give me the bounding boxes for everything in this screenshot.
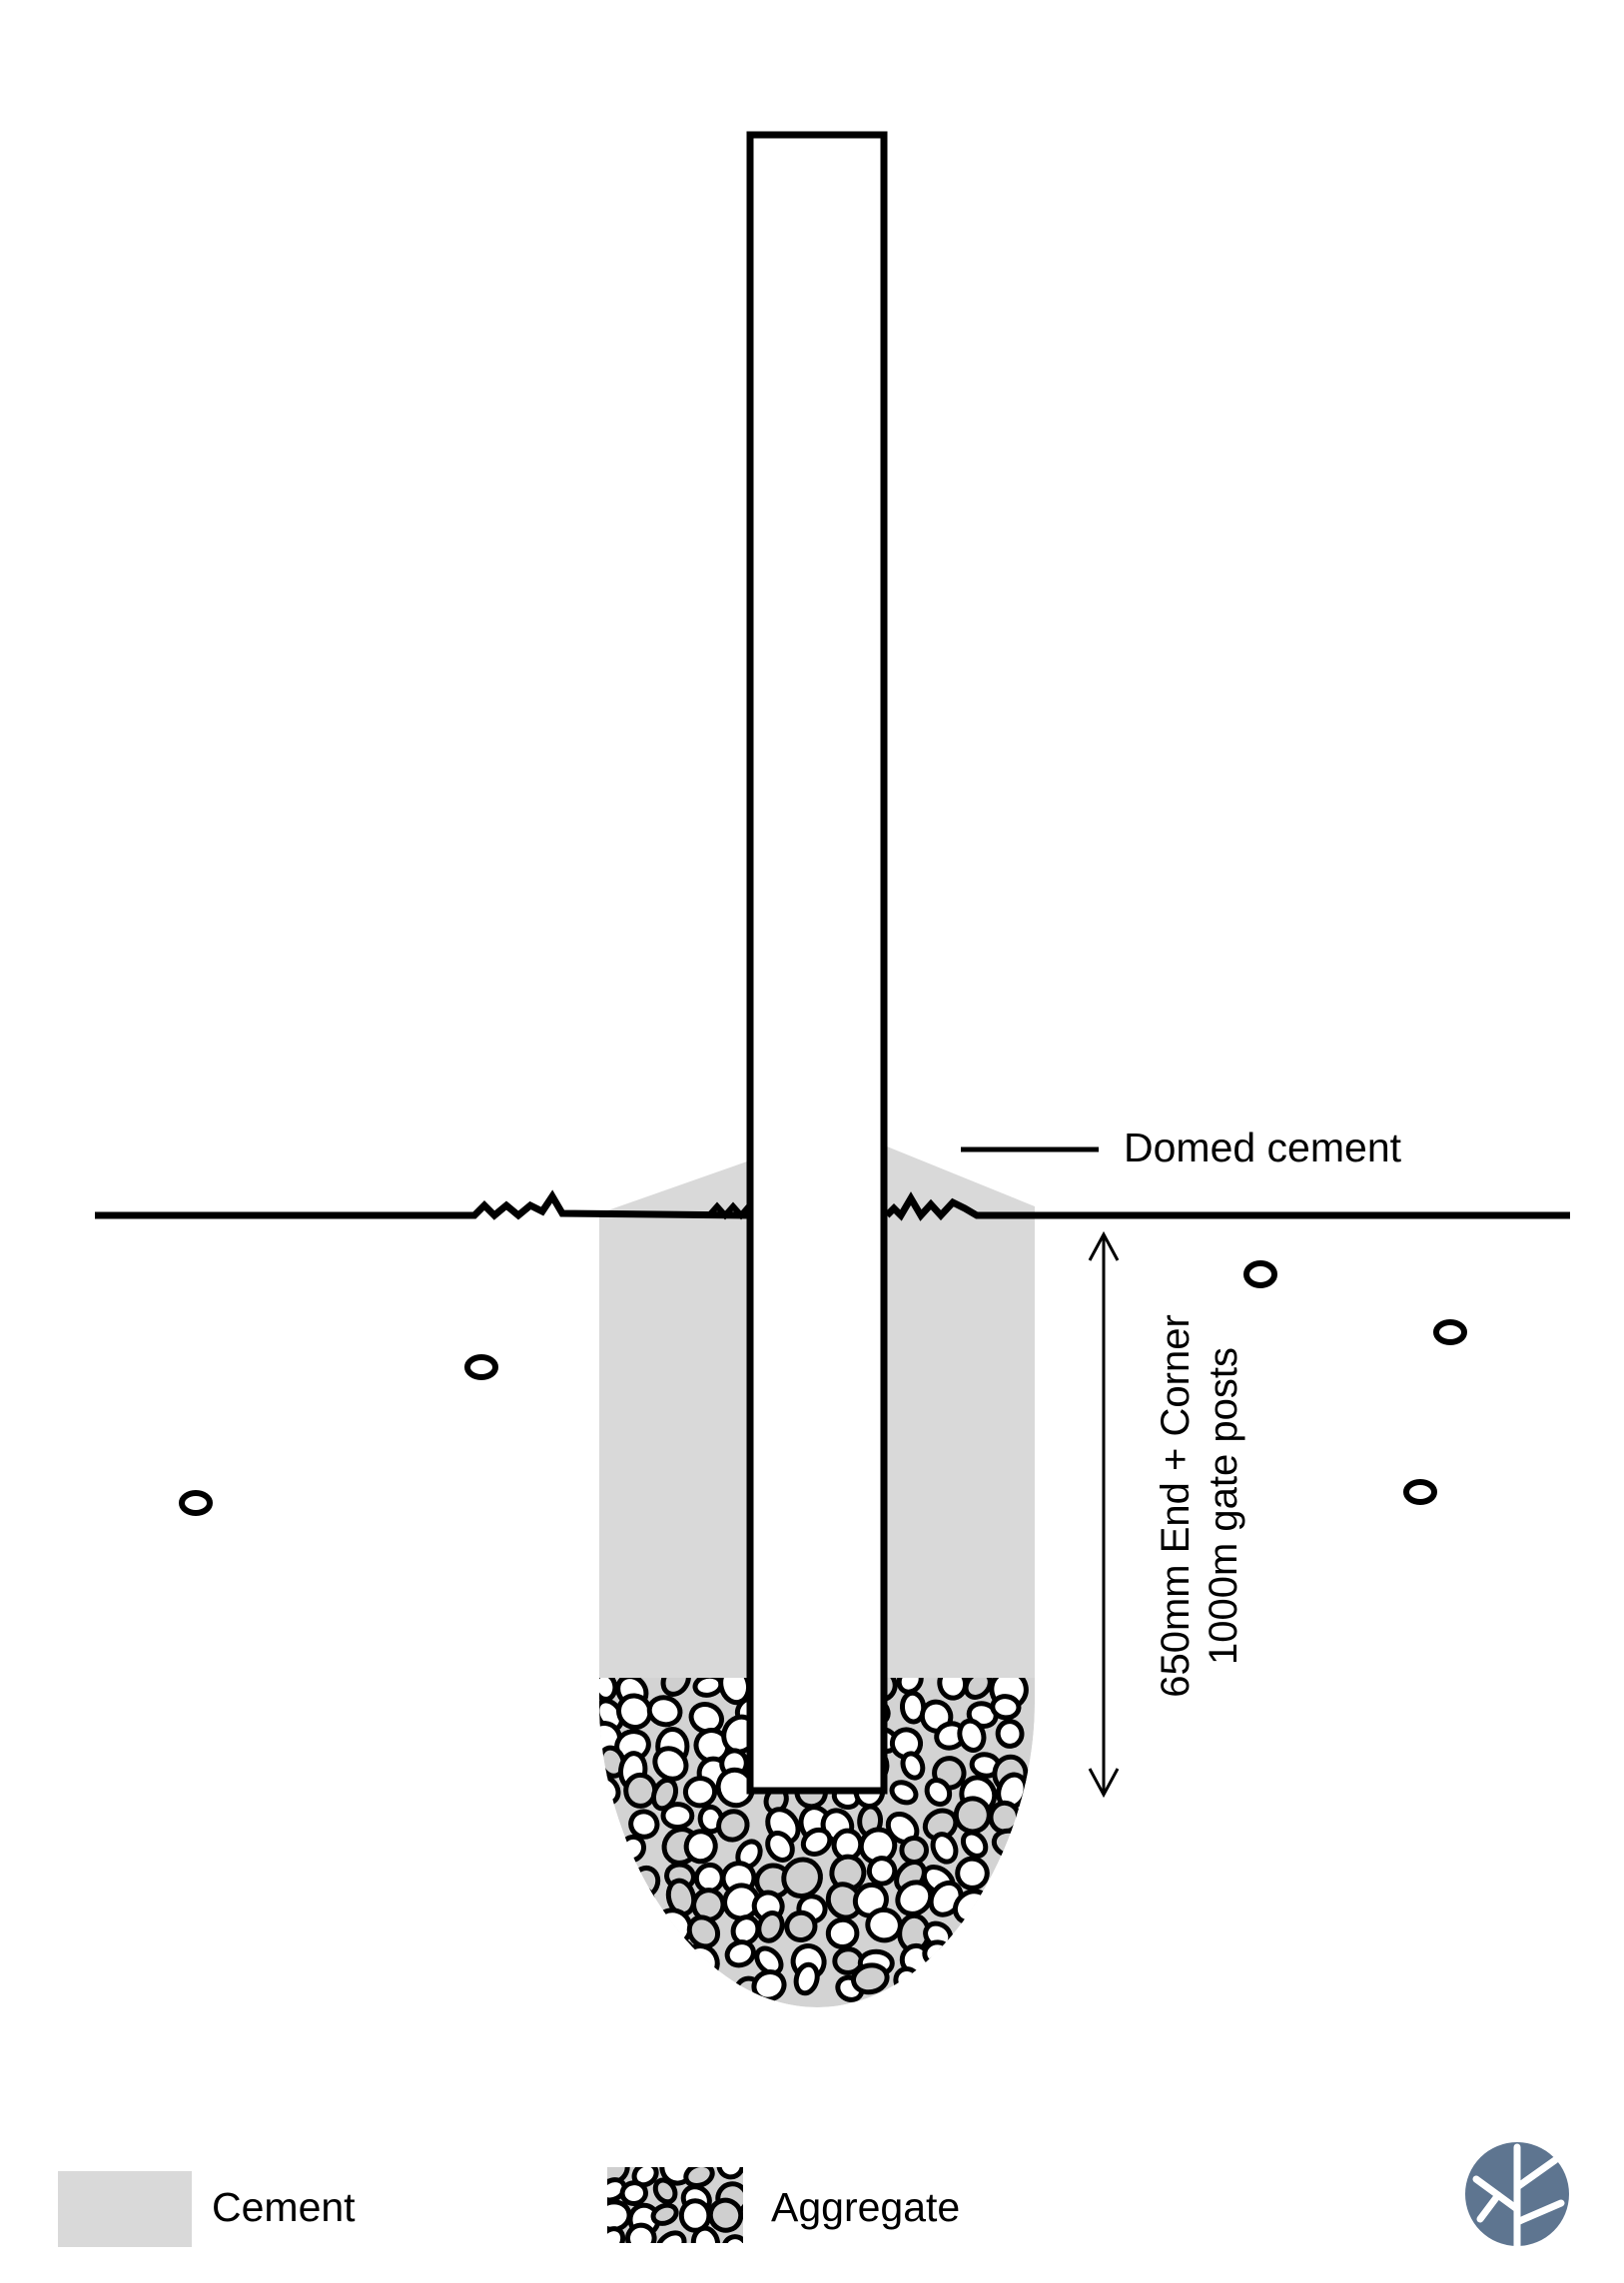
aggregate-pebble (989, 1965, 1025, 1996)
legend-cement-swatch (58, 2171, 192, 2247)
aggregate-pebble (990, 1694, 1022, 1721)
aggregate-pebble (623, 1772, 658, 1809)
svg-text:650mm End + Corner: 650mm End + Corner (1154, 1314, 1198, 1698)
ground-crack-right (884, 1191, 1570, 1221)
aggregate-pebble (686, 1914, 721, 1949)
aggregate-pebble (599, 1916, 624, 1956)
aggregate-pebble (652, 2177, 678, 2205)
aggregate-pebble (599, 1967, 622, 2004)
aggregate-pebble (599, 1884, 620, 1916)
aggregate-pebble (963, 1915, 995, 1956)
aggregate-pebble (716, 2167, 743, 2180)
aggregate-pebble (625, 2222, 657, 2243)
aggregate-pebble (599, 1833, 617, 1867)
aggregate-pebble (754, 1945, 784, 1976)
depth-dimension-arrow (1088, 1230, 1120, 1799)
ground-line (95, 1189, 750, 1220)
soil-stone (1403, 1479, 1437, 1505)
aggregate-pebble (793, 1961, 820, 1996)
aggregate-pebble (895, 1880, 934, 1916)
aggregate-pebble (1001, 1883, 1029, 1917)
aggregate-pebble (716, 1809, 750, 1843)
aggregate-pebble (866, 1856, 898, 1887)
aggregate-pebble (599, 1812, 618, 1842)
aggregate-pebble (650, 1777, 679, 1812)
aggregate-pebble (607, 2226, 626, 2243)
aggregate-pebble (607, 2167, 630, 2185)
aggregate-pebble (992, 1907, 1026, 1943)
aggregate-pebble (682, 1776, 718, 1809)
aggregate-pebble (683, 1829, 718, 1865)
aggregate-pebble (660, 1678, 691, 1697)
tree-icon (1465, 2142, 1569, 2250)
aggregate-pebble (707, 2197, 743, 2233)
aggregate-pebble (683, 2167, 715, 2189)
aggregate-pebble (963, 1678, 993, 1700)
aggregate-pebble (654, 2230, 687, 2243)
aggregate-pebble (756, 1910, 785, 1943)
aggregate-pebble (652, 1746, 689, 1782)
aggregate-pebble (1002, 1936, 1035, 1975)
aggregate-pebble (599, 1948, 623, 1978)
depth-dimension-label: 650mm End + Corner 1000m gate posts (1154, 1314, 1245, 1698)
legend-aggregate-label: Aggregate (771, 2184, 960, 2230)
legend-cement-label: Cement (212, 2184, 356, 2230)
soil-stone (179, 1490, 213, 1516)
aggregate-pebble (953, 1796, 992, 1835)
soil-stone (1243, 1260, 1277, 1288)
aggregate-pebble (957, 1718, 987, 1753)
soil-stone (464, 1354, 498, 1380)
legend-aggregate-swatch (607, 2167, 743, 2243)
aggregate-pebble (650, 1962, 682, 1993)
aggregate-pebble (690, 2225, 721, 2243)
aggregate-pebble (781, 1857, 823, 1900)
aggregate-pebble (751, 1969, 787, 2002)
aggregate-pebble (851, 1962, 890, 1995)
aggregate-pebble (628, 1809, 660, 1840)
aggregate-pebble (930, 1832, 959, 1865)
aggregate-pebble (899, 1835, 929, 1866)
aggregate-pebble (966, 1931, 999, 1970)
aggregate-pebble (995, 1719, 1025, 1749)
aggregate-pebble (765, 1831, 795, 1863)
aggregate-pebble (889, 1780, 919, 1806)
aggregate-pebble (617, 1943, 645, 1974)
aggregate-pebble (800, 1827, 833, 1857)
aggregate-pebble (615, 1693, 653, 1731)
aggregate-pebble (988, 1800, 1022, 1835)
aggregate-pebble (922, 1939, 954, 1968)
aggregate-pebble (693, 1862, 725, 1895)
aggregate-pebble (688, 1702, 724, 1735)
soil-stones (179, 1260, 1467, 1516)
aggregate-pebble (660, 1802, 695, 1831)
svg-text:1000m gate posts: 1000m gate posts (1202, 1347, 1245, 1665)
aggregate-pebble (896, 1678, 924, 1695)
fence-post (746, 131, 888, 1795)
aggregate-pebble (825, 1916, 860, 1950)
soil-stone (1433, 1319, 1467, 1345)
aggregate-pebble (633, 1912, 662, 1939)
aggregate-pebble (1001, 1861, 1034, 1888)
aggregate-pebble (599, 1862, 615, 1893)
aggregate-pebble (934, 1964, 966, 2006)
aggregate-pebble (924, 1777, 953, 1808)
aggregate-pebble (646, 1695, 683, 1728)
aggregate-pebble (724, 1939, 756, 1968)
domed-cement-label: Domed cement (1124, 1125, 1402, 1170)
aggregate-pebble (607, 2177, 627, 2203)
aggregate-pebble (630, 1962, 660, 1993)
aggregate-pebble (686, 1972, 723, 2007)
aggregate-pebble (721, 2234, 743, 2243)
aggregate-pebble (619, 2180, 648, 2207)
aggregate-pebble (722, 1883, 761, 1921)
aggregate-pebble (955, 1856, 990, 1891)
aggregate-pebble (784, 1909, 818, 1943)
aggregate-pebble (900, 1751, 926, 1781)
aggregate-pebble (960, 1830, 989, 1859)
aggregate-pebble (650, 2202, 679, 2226)
aggregate-pebble (972, 1969, 1002, 1999)
